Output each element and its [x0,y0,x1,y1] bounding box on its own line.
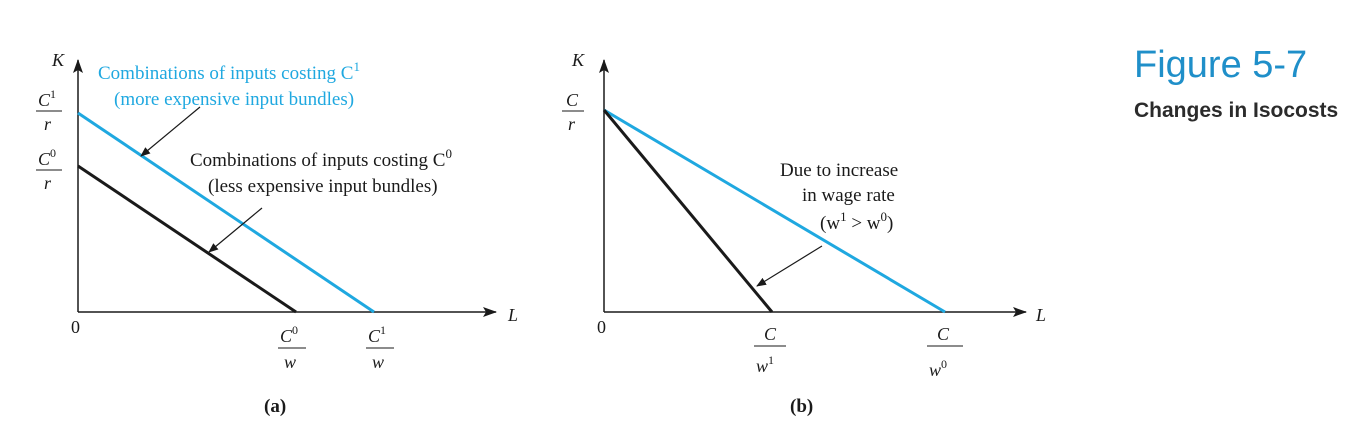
svg-text:w0: w0 [929,357,947,380]
panel-b: K L 0 C r C w1 C w0 Due to increase in w… [562,50,1046,417]
svg-text:C0: C0 [38,146,56,169]
panel-a-isocost-c0 [77,164,297,314]
panel-b-annotation-line1: Due to increase [780,160,898,181]
panel-a-x-tick-c1-over-w: C1 w [366,323,394,372]
panel-b-origin-label: 0 [597,317,606,337]
svg-text:C1: C1 [38,87,56,110]
tick-superscript: 0 [941,357,947,371]
ann-mid: > w [847,213,881,234]
tick-superscript: 1 [768,353,774,367]
panel-a-origin-label: 0 [71,317,80,337]
tick-superscript: 0 [50,146,56,160]
panel-a-blue-label: Combinations of inputs costing C1 [98,59,360,84]
panel-b-isocost-w0 [603,108,946,314]
panel-b-caption: (b) [790,396,813,417]
panel-b-x-tick-c-over-w0: C w0 [927,324,963,380]
black-label-text: Combinations of inputs costing C [190,150,445,171]
panel-a-y-tick-c1-over-r: C1 r [36,87,62,134]
panel-b-y-axis-label: K [571,50,585,70]
panel-a-y-tick-c0-over-r: C0 r [36,146,62,193]
ann-close: ) [887,213,893,234]
figure-title: Changes in Isocosts [1134,99,1339,122]
svg-text:C1: C1 [368,323,386,346]
panel-a-black-pointer-arrow [208,207,263,253]
panel-b-y-tick-c-over-r: C r [562,90,584,134]
tick-numerator: C [566,90,579,110]
blue-label-sup: 1 [353,59,360,74]
tick-numerator: C [937,324,950,344]
panel-b-isocost-w1 [602,109,774,313]
tick-numerator: C [368,326,381,346]
blue-label-text: Combinations of inputs costing C [98,63,353,84]
panel-a-isocost-c1 [77,111,375,314]
panel-b-annotation-line3: (w1 > w0) [820,209,893,234]
tick-numerator: C [280,326,293,346]
svg-text:w1: w1 [756,353,774,376]
panel-a-blue-label-line2: (more expensive input bundles) [114,89,354,110]
svg-text:C0: C0 [280,323,298,346]
tick-superscript: 1 [380,323,386,337]
tick-numerator: C [764,324,777,344]
ann-sup1: 1 [840,209,847,224]
panel-a-black-label: Combinations of inputs costing C0 [190,146,452,171]
panel-a-x-axis-label: L [507,305,518,325]
panel-b-annotation-line2: in wage rate [802,185,895,206]
panel-a-x-tick-c0-over-w: C0 w [278,323,306,372]
ann-sup0: 0 [881,209,888,224]
panel-b-x-tick-c-over-w1: C w1 [754,324,786,376]
tick-denominator: w [756,356,768,376]
panel-a-caption: (a) [264,396,286,417]
ann-open: (w [820,213,840,234]
panel-b-pointer-arrow [756,245,823,287]
tick-superscript: 1 [50,87,56,101]
tick-denominator: w [929,360,941,380]
tick-denominator: r [44,173,52,193]
panel-b-x-axis-label: L [1035,305,1046,325]
tick-numerator: C [38,90,51,110]
panel-a-blue-pointer-arrow [140,106,201,157]
figure-number: Figure 5-7 [1134,44,1308,86]
tick-denominator: w [284,352,296,372]
panel-a-y-axis-label: K [51,50,65,70]
panel-a-black-label-line2: (less expensive input bundles) [208,176,438,197]
tick-numerator: C [38,149,51,169]
tick-denominator: w [372,352,384,372]
panel-a: K L 0 C1 r C0 r C0 w C1 w Com [36,50,518,417]
tick-denominator: r [44,114,52,134]
black-label-sup: 0 [445,146,452,161]
tick-superscript: 0 [292,323,298,337]
tick-denominator: r [568,114,576,134]
